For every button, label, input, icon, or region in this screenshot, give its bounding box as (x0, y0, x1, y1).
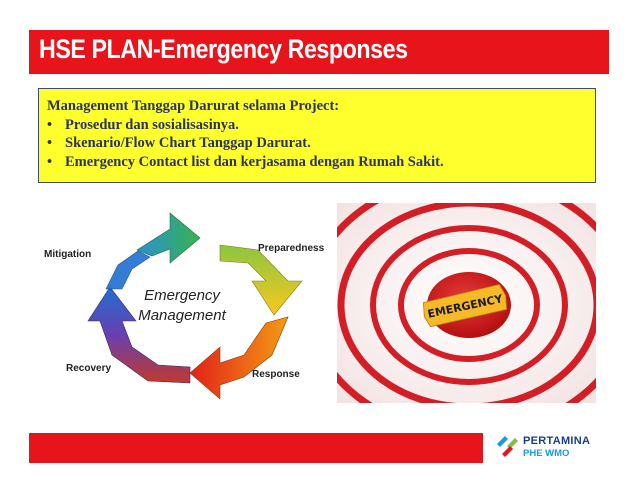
ring (370, 225, 568, 385)
bullet-text: Emergency Contact list dan kerjasama den… (65, 153, 444, 170)
cycle-center-line1: Emergency (144, 287, 221, 304)
info-heading: Management Tanggap Darurat selama Projec… (47, 98, 340, 114)
label-preparedness: Preparedness (258, 243, 325, 254)
target-rings (337, 203, 596, 403)
cycle-arrow-upper-left (105, 250, 151, 290)
bullet-item: • Skenario/Flow Chart Tanggap Darurat. (47, 134, 587, 153)
bullet-dot: • (47, 135, 53, 151)
logo-subname: PHE WMO (523, 448, 570, 459)
logo-name: PERTAMINA (523, 435, 591, 447)
bullet-text: Prosedur dan sosialisasinya. (65, 116, 239, 133)
bullet-item: • Emergency Contact list dan kerjasama d… (47, 153, 587, 172)
cycle-arrow-right (219, 244, 303, 316)
emergency-management-cycle-diagram: Emergency Management Mitigation Prepared… (44, 212, 325, 400)
footer-bar (29, 433, 483, 463)
bullet-dot: • (47, 116, 53, 133)
label-response: Response (252, 369, 300, 380)
bullet-text: Skenario/Flow Chart Tanggap Darurat. (65, 135, 311, 151)
ring (398, 248, 540, 362)
info-box: Management Tanggap Darurat selama Projec… (38, 88, 596, 183)
label-mitigation: Mitigation (44, 249, 91, 260)
pertamina-logo: PERTAMINA PHE WMO (494, 428, 604, 468)
cycle-arrow-top (136, 212, 201, 264)
emergency-paper (422, 283, 508, 328)
title-bar: HSE PLAN-Emergency Responses (29, 30, 609, 74)
pertamina-logo-icon (497, 436, 518, 457)
bullet-item: • Prosedur dan sosialisasinya. (47, 116, 587, 135)
emergency-target-image: EMERGENCY (337, 203, 596, 403)
bullet-list: • Prosedur dan sosialisasinya. • Skenari… (47, 116, 587, 172)
cycle-arrow-bottom (189, 316, 289, 400)
bullet-dot: • (47, 153, 53, 170)
cycle-center-line2: Management (138, 307, 226, 324)
ring (337, 203, 596, 403)
cycle-arrow-left (87, 286, 191, 384)
slide-title: HSE PLAN-Emergency Responses (39, 34, 408, 64)
label-recovery: Recovery (66, 363, 111, 374)
